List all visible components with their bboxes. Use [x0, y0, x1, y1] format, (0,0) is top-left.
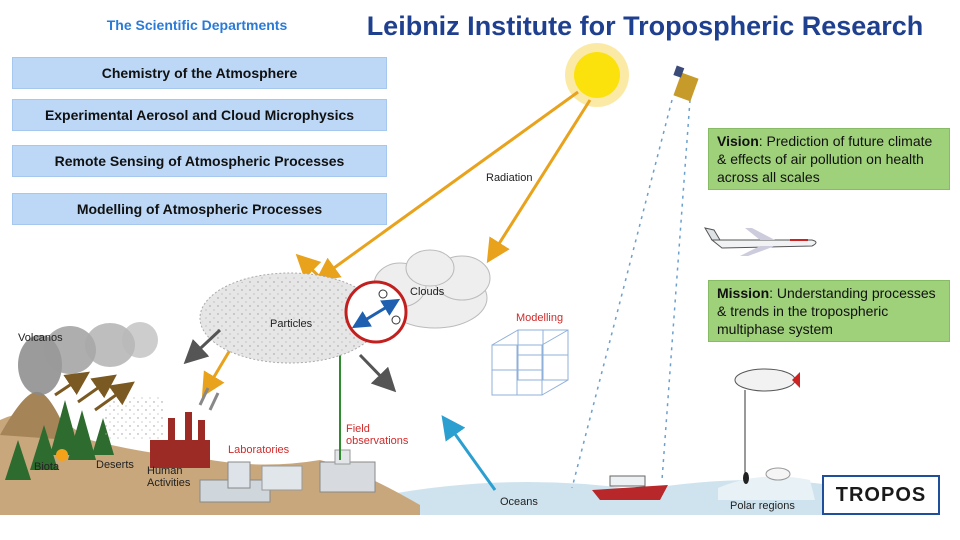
- label-polar-regions: Polar regions: [730, 500, 795, 512]
- vision-box: Vision: Prediction of future climate & e…: [708, 128, 950, 190]
- sun-icon: [565, 43, 629, 107]
- department-aerosol-cloud[interactable]: Experimental Aerosol and Cloud Microphys…: [12, 99, 387, 131]
- label-deserts: Deserts: [96, 459, 134, 471]
- particles-texture: [202, 275, 378, 361]
- label-particles: Particles: [270, 318, 313, 330]
- penguin-icon: [743, 472, 749, 484]
- page-title: Leibniz Institute for Tropospheric Resea…: [366, 11, 924, 41]
- department-chemistry[interactable]: Chemistry of the Atmosphere: [12, 57, 387, 89]
- mission-box: Mission: Understanding processes & trend…: [708, 280, 950, 342]
- droplet-icon: [391, 315, 401, 325]
- interaction-arrow: [351, 298, 401, 329]
- satellite-beam: [571, 99, 691, 489]
- vision-title: Vision: [717, 133, 759, 149]
- volcano: [0, 391, 70, 440]
- volcano-smoke: [18, 322, 158, 395]
- desert-dust: [105, 395, 165, 440]
- polar-bear-icon: [765, 467, 791, 481]
- label-clouds: Clouds: [410, 286, 445, 298]
- label-biota: Biota: [34, 461, 60, 473]
- factory-smoke: [198, 387, 220, 411]
- deposition-arrows: [183, 328, 397, 393]
- field-station: [319, 449, 376, 493]
- ocean-emission-arrow: [441, 415, 497, 491]
- polar-ice: [718, 476, 815, 500]
- department-remote-sensing[interactable]: Remote Sensing of Atmospheric Processes: [12, 145, 387, 177]
- factory-icon: [150, 412, 210, 468]
- vision-text: : Prediction of future climate & effects…: [717, 133, 933, 185]
- radiation-arrows: [201, 90, 592, 398]
- label-laboratories: Laboratories: [228, 444, 290, 456]
- satellite-icon: [673, 65, 699, 102]
- cloud-shape: [373, 249, 491, 329]
- mission-text: : Understanding processes & trends in th…: [717, 285, 936, 337]
- label-field-observations: Field observations: [346, 423, 409, 447]
- label-volcanos: Volcanos: [18, 332, 63, 344]
- research-ship: [592, 475, 668, 500]
- model-grid-icon: [491, 329, 569, 396]
- aircraft-icon: [703, 227, 817, 256]
- label-radiation: Radiation: [486, 172, 533, 184]
- departments-title: The Scientific Departments: [106, 17, 288, 33]
- label-human-activities: Human Activities: [147, 465, 191, 489]
- balloon-icon: [734, 368, 800, 478]
- fire-icon: [56, 449, 68, 461]
- label-modelling: Modelling: [516, 312, 564, 324]
- label-oceans: Oceans: [500, 496, 538, 508]
- laboratory-building: [199, 461, 303, 503]
- tropos-logo: TROPOS: [822, 475, 940, 515]
- forest: [5, 400, 114, 480]
- department-modelling[interactable]: Modelling of Atmospheric Processes: [12, 193, 387, 225]
- emission-arrows: [54, 371, 135, 412]
- mission-title: Mission: [717, 285, 770, 301]
- droplet-icon: [378, 289, 388, 299]
